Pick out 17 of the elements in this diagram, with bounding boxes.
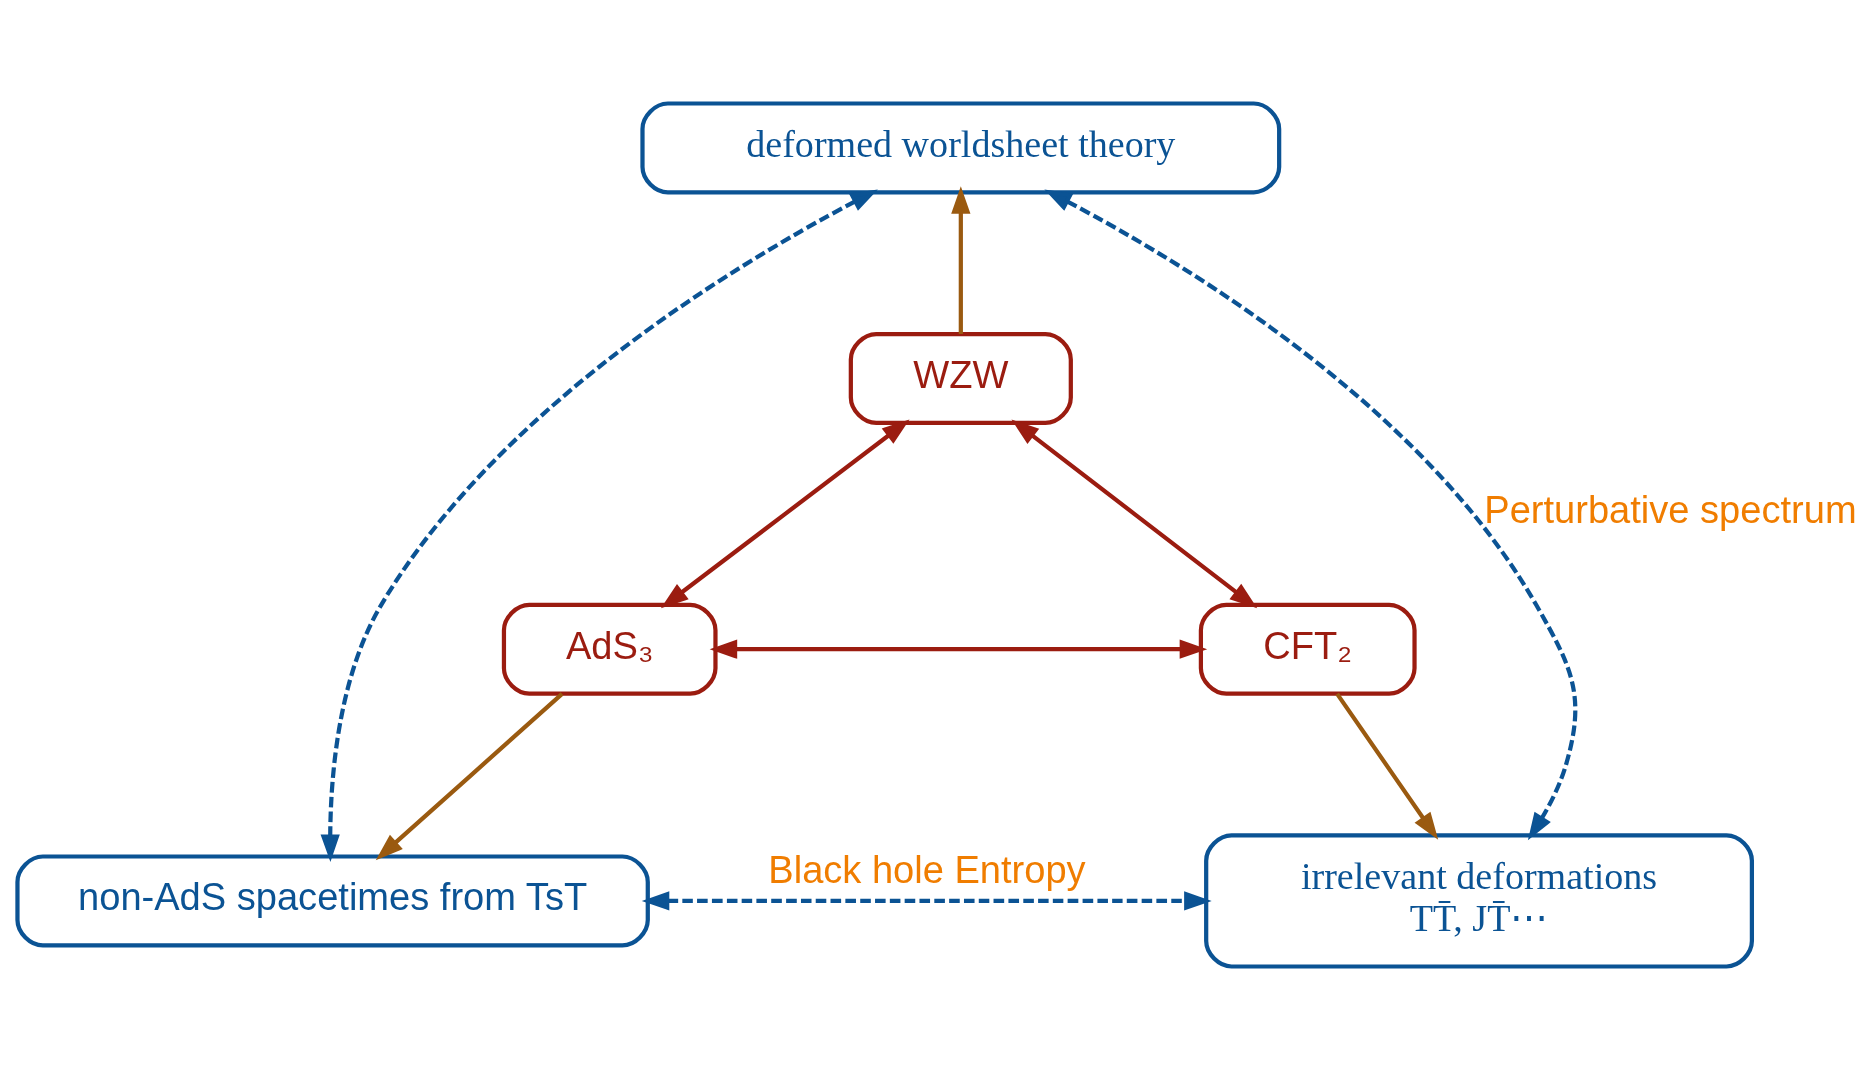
edge-label: Black hole Entropy xyxy=(767,848,1086,891)
arrow xyxy=(1011,419,1257,609)
node-box: AdS₃ xyxy=(501,602,718,696)
node-box: CFT₂ xyxy=(1198,602,1417,696)
edge-label: Perturbative spectrum xyxy=(1483,489,1857,532)
node-box: deformed worldsheet theory xyxy=(639,101,1281,195)
arrow xyxy=(1334,692,1438,840)
arrow xyxy=(660,419,909,609)
arrow xyxy=(641,891,1212,911)
arrow xyxy=(320,189,878,863)
arrow xyxy=(950,186,970,334)
arrow xyxy=(709,639,1207,659)
arrow xyxy=(375,692,563,861)
node-box: non-AdS spacetimes from TsT xyxy=(14,854,650,948)
node-box: WZW xyxy=(848,331,1073,425)
arrow xyxy=(1043,189,1577,841)
node-box: irrelevant deformations TT̄, JT̄⋯ xyxy=(1203,833,1754,969)
